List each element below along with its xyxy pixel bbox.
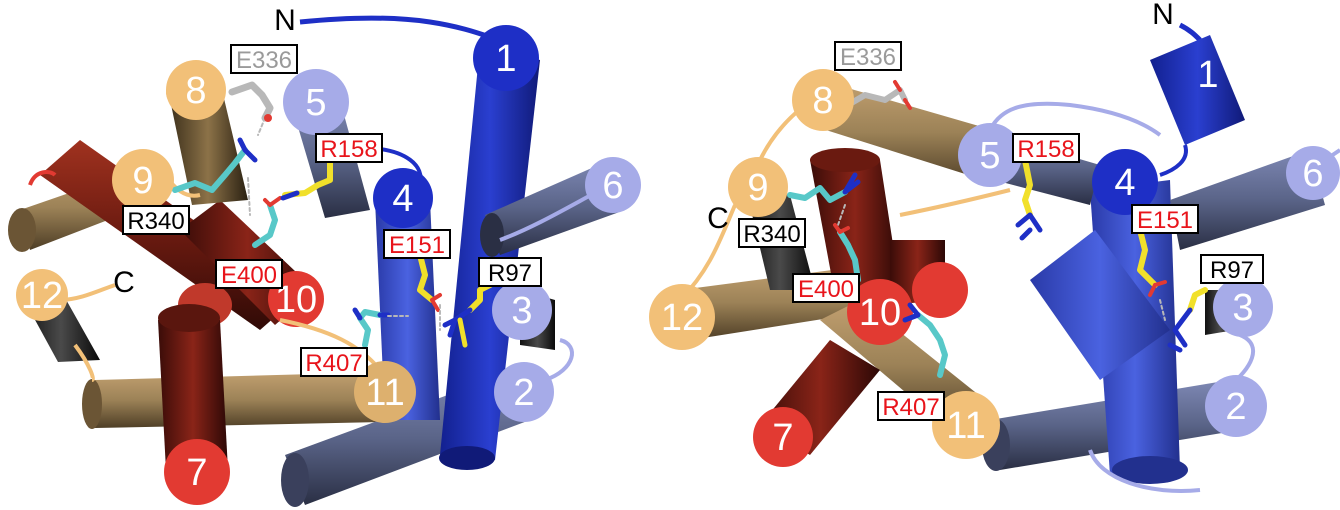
helix-1-right (1150, 35, 1245, 145)
helix-number-2-right: 2 (1225, 386, 1246, 428)
helix-cap-3-right (1213, 277, 1273, 337)
helix-number-4-left: 4 (392, 178, 413, 220)
helix-cap-4-left (373, 168, 433, 228)
svg-text:E400: E400 (221, 262, 277, 289)
helix-7-right (753, 340, 880, 467)
helix-number-1-left: 1 (495, 38, 516, 80)
residue-label-R407-right: R407 (877, 391, 945, 421)
loop-left-e (59, 283, 116, 302)
helix-cap-5-right (958, 123, 1022, 187)
sidechains-right (787, 80, 1208, 378)
residue-label-R340-left: R340 (122, 205, 190, 235)
svg-text:R340: R340 (127, 208, 184, 235)
n-terminal-loop (299, 15, 501, 43)
helix-cap-5-left (283, 69, 349, 135)
helix-number-6-right: 6 (1302, 153, 1323, 195)
residue-label-R407-left: R407 (300, 347, 368, 377)
helix-number-4-right: 4 (1114, 162, 1135, 204)
svg-text:R340: R340 (743, 221, 800, 248)
loop-right-g (1088, 449, 1201, 493)
residue-label-E151-left: E151 (383, 229, 451, 259)
helix-cap-11-left (354, 361, 416, 423)
helix-cap-1-left (473, 25, 539, 91)
svg-text:E400: E400 (798, 276, 854, 303)
residue-label-R158-right: R158 (1012, 133, 1080, 163)
helix-number-8-right: 8 (812, 80, 833, 122)
helix-number-7-right: 7 (772, 417, 793, 459)
helix-cap-3-left (492, 280, 552, 340)
helix-cap-12-right (649, 284, 715, 350)
residue-label-E336-left: E336 (230, 44, 298, 74)
helix-number-1-right: 1 (1197, 54, 1218, 96)
residue-label-E151-right: E151 (1131, 204, 1199, 234)
helix-cap-8-right (792, 69, 854, 131)
helix-11-left (82, 372, 385, 429)
helix-number-10-right: 10 (859, 292, 901, 334)
residue-label-E336-right: E336 (834, 41, 902, 71)
n-terminal-loop-right (1178, 22, 1202, 42)
loop-left-f (73, 343, 95, 382)
helix-4-right (1030, 180, 1188, 484)
c-terminus-label-right: C (707, 202, 729, 235)
helix-number-3-left: 3 (511, 290, 532, 332)
residue-label-R97-right: R97 (1200, 254, 1264, 284)
svg-text:E151: E151 (389, 232, 445, 259)
n-terminus-label-left: N (274, 4, 296, 37)
residue-label-R97-left: R97 (478, 257, 542, 287)
svg-text:E336: E336 (236, 47, 292, 74)
svg-text:R407: R407 (882, 394, 939, 421)
helix-cap-11-right (932, 391, 1000, 459)
left-panel: 1 2 3 4 5 6 7 8 9 10 11 12 N C E336 R158… (8, 4, 641, 507)
svg-text:R158: R158 (320, 136, 377, 163)
helix-number-12-left: 12 (21, 275, 63, 317)
sidechains-left (172, 81, 493, 348)
helix-number-8-left: 8 (185, 70, 206, 112)
residue-label-E400-right: E400 (792, 273, 860, 303)
helix-cap-2-right (1205, 375, 1267, 437)
helix-number-12-right: 12 (661, 297, 703, 339)
helix-number-5-left: 5 (305, 82, 326, 124)
loop-left-b (28, 170, 57, 186)
loop-left-h (544, 338, 574, 382)
residue-label-E400-left: E400 (215, 259, 283, 289)
helix-number-6-left: 6 (602, 165, 623, 207)
residue-label-R158-left: R158 (315, 133, 383, 163)
svg-text:R158: R158 (1017, 136, 1074, 163)
helix-cap-6-left (585, 157, 641, 213)
svg-text:R97: R97 (488, 260, 532, 287)
helix-number-5-right: 5 (979, 135, 1000, 177)
helix-number-9-right: 9 (747, 167, 768, 209)
loop-left-g (279, 318, 382, 372)
helix-number-11-left: 11 (365, 372, 404, 414)
right-panel: 1 2 3 4 5 6 7 8 9 10 11 12 N C E336 R158… (649, 0, 1340, 493)
c-terminus-label-left: C (113, 266, 135, 299)
svg-text:E151: E151 (1137, 207, 1193, 234)
svg-text:R407: R407 (305, 350, 362, 377)
loop-right-e (1159, 144, 1188, 177)
helix-cap-8-left (166, 60, 226, 120)
helix-number-7-left: 7 (186, 452, 207, 494)
svg-text:E336: E336 (840, 44, 896, 71)
helix-cap-2-left (494, 362, 554, 422)
helix-cap-4-right (1092, 149, 1158, 215)
helix-cap-6-right (1286, 146, 1340, 200)
helix-10-right (847, 240, 968, 345)
n-terminus-label-right: N (1152, 0, 1174, 31)
svg-text:R97: R97 (1210, 257, 1254, 284)
helix-number-2-left: 2 (513, 372, 534, 414)
loop-right-c (899, 188, 1011, 217)
helix-cap-9-left (112, 149, 174, 211)
helix-number-3-right: 3 (1232, 287, 1253, 329)
residue-label-R340-right: R340 (738, 218, 806, 248)
helix-cap-12-left (16, 269, 68, 321)
helix-number-9-left: 9 (132, 160, 153, 202)
helix-cap-9-right (728, 157, 788, 217)
helix-number-11-right: 11 (946, 405, 985, 447)
loop-right-d (988, 101, 1162, 137)
helix-7-left (158, 304, 230, 505)
helix-red-tall-right (810, 148, 900, 295)
